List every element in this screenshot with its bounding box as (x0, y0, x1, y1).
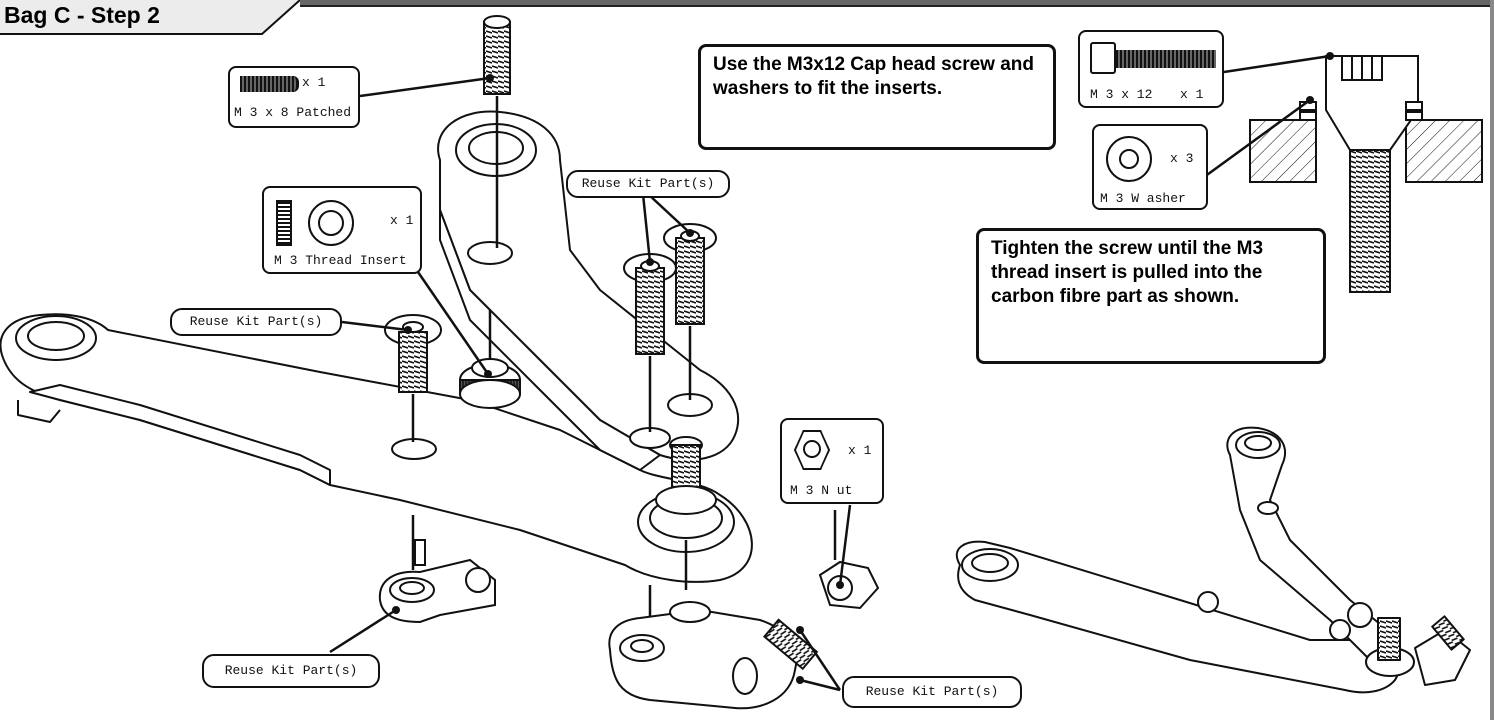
part-box-m3x8: x 1 M 3 x 8 Patched (228, 66, 360, 128)
part-box-m3x12: M 3 x 12 x 1 (1078, 30, 1224, 108)
part-box-nut: x 1 M 3 N ut (780, 418, 884, 504)
reuse-label-left-screw: Reuse Kit Part(s) (170, 308, 342, 336)
instruction-tighten: Tighten the screw until the M3 thread in… (976, 228, 1326, 364)
m3-nut-part (818, 510, 880, 610)
screw-icon (240, 76, 299, 92)
reuse-label-bottom-left: Reuse Kit Part(s) (202, 654, 380, 688)
part-name: M 3 N ut (790, 483, 853, 498)
pivot-block-center (608, 585, 819, 710)
part-name: M 3 Thread Insert (274, 253, 407, 268)
part-qty: x 3 (1170, 151, 1194, 166)
instruction-fit-inserts: Use the M3x12 Cap head screw and washers… (698, 44, 1056, 150)
leader-lines (329, 54, 1331, 692)
washer-icon (1106, 136, 1152, 182)
nut-hole-icon (803, 440, 821, 458)
reuse-label-top-screws: Reuse Kit Part(s) (566, 170, 730, 198)
part-name: M 3 W asher (1100, 191, 1186, 206)
thread-insert-side-icon (276, 200, 292, 246)
cap-screw-icon (1090, 42, 1116, 74)
assembled-view (955, 426, 1471, 694)
part-box-thread-insert: x 1 M 3 Thread Insert (262, 186, 422, 274)
section-view (1249, 55, 1483, 293)
cap-screw-thread-icon (1116, 50, 1216, 68)
part-name: M 3 x 12 (1090, 87, 1153, 102)
thread-insert-top-icon (308, 200, 354, 246)
washer-hole-icon (1119, 149, 1139, 169)
part-qty: x 1 (302, 75, 326, 90)
part-qty: x 1 (848, 443, 872, 458)
part-qty: x 1 (390, 213, 414, 228)
part-name: M 3 x 8 Patched (234, 105, 352, 120)
thread-insert (459, 310, 521, 409)
leader-dots (392, 52, 1334, 684)
page-title: Bag C - Step 2 (4, 2, 160, 28)
pivot-block-left (378, 515, 496, 624)
button-screws-pair (623, 223, 717, 432)
set-screw-top (483, 15, 511, 248)
button-screw-left (384, 314, 442, 442)
right-edge-bar (1490, 0, 1494, 720)
header-tab (0, 0, 1494, 35)
part-box-washer: x 3 M 3 W asher (1092, 124, 1208, 210)
upper-arm (437, 110, 740, 471)
thread-insert-hole-icon (318, 210, 344, 236)
part-qty: x 1 (1180, 87, 1204, 102)
reuse-label-bottom-right: Reuse Kit Part(s) (842, 676, 1022, 708)
ball-stud (655, 436, 717, 590)
